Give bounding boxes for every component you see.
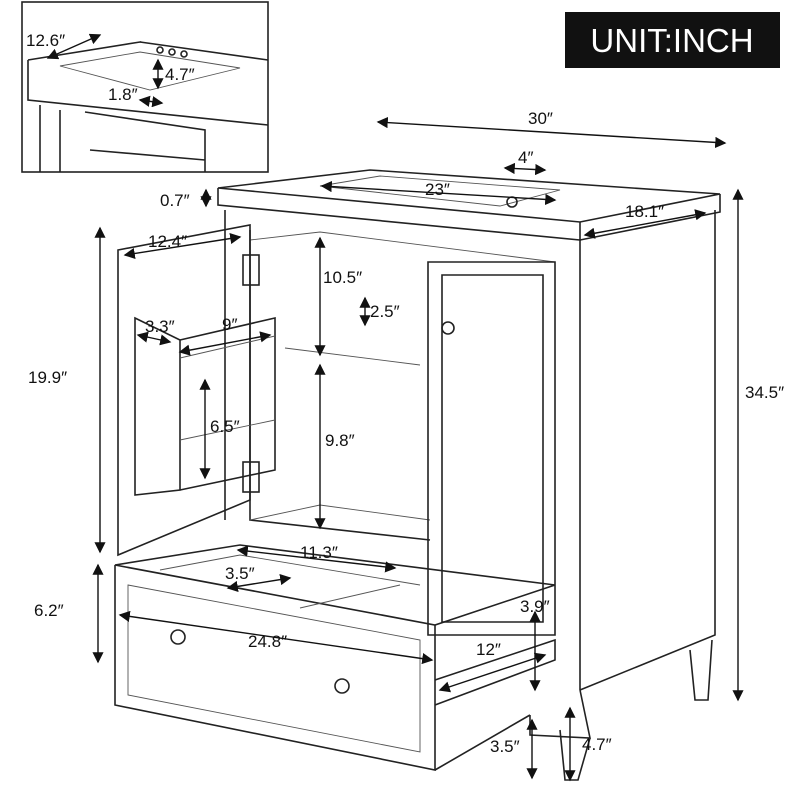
sink-detail-inset: [21, 1, 269, 173]
label-inset-basin-width: 12.6″: [26, 31, 65, 50]
label-drawer-width: 24.8″: [248, 632, 287, 651]
label-drawer-divider: 3.5″: [225, 564, 255, 583]
label-rack-depth: 3.3″: [145, 317, 175, 336]
label-drawer-depth-height: 3.9″: [520, 597, 550, 616]
label-overall-height: 34.5″: [745, 383, 784, 402]
label-rack-height: 6.5″: [210, 417, 240, 436]
label-lower-clearance: 9.8″: [325, 431, 355, 450]
label-leg-height: 4.7″: [582, 735, 612, 754]
label-inset-basin-depth: 4.7″: [165, 65, 195, 84]
label-drawer-slide-depth: 12″: [476, 640, 501, 659]
label-door-width: 12.4″: [148, 232, 187, 251]
label-upper-clearance: 10.5″: [323, 268, 362, 287]
unit-badge: UNIT:INCH: [590, 22, 753, 59]
label-leg-clearance: 3.5″: [490, 737, 520, 756]
label-overall-width: 30″: [528, 109, 553, 128]
dimension-lines: [46, 33, 744, 782]
label-overall-depth: 18.1″: [625, 202, 664, 221]
label-shelf-gap: 2.5″: [370, 302, 400, 321]
label-drawer-inner-width: 11.3″: [300, 543, 338, 562]
label-faucet-spacing: 4″: [518, 148, 533, 167]
dimension-labels: 12.6″ 4.7″ 1.8″ 30″ 4″ 23″ 0.7″ 18.1″ 12…: [26, 31, 784, 756]
unit-badge-bg: [565, 12, 780, 68]
label-rack-width: 9″: [222, 315, 237, 334]
vanity-cabinet: [114, 169, 721, 781]
label-door-height: 19.9″: [28, 368, 67, 387]
label-inset-rim: 1.8″: [108, 85, 138, 104]
label-basin-width: 23″: [425, 180, 450, 199]
label-top-thickness: 0.7″: [160, 191, 190, 210]
label-drawer-height: 6.2″: [34, 601, 64, 620]
